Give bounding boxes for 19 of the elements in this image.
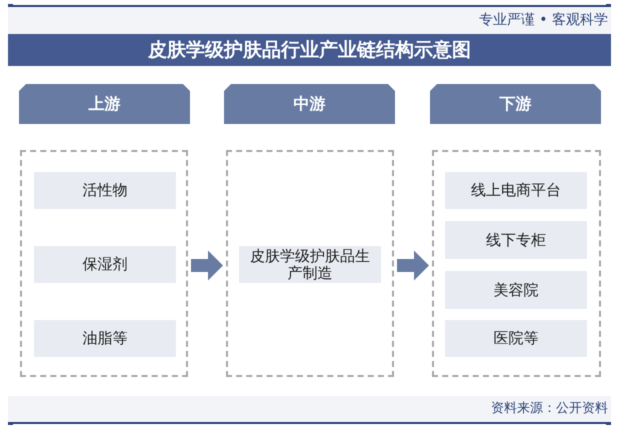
title-banner: 皮肤学级护肤品行业产业链结构示意图 [8, 34, 611, 66]
stage-header-tab: 中游 [224, 84, 395, 124]
source-note: 资料来源：公开资料 [491, 401, 608, 417]
category-box: 医院等 [445, 320, 587, 357]
stage-header-tab: 上游 [19, 84, 190, 124]
dashed-group-frame [226, 150, 394, 377]
tagline-text: 专业严谨 • 客观科学 [478, 12, 608, 29]
block-arrow [394, 250, 432, 280]
category-box: 皮肤学级护肤品生产制造 [239, 246, 381, 283]
dashed-group-frame [20, 150, 188, 377]
category-box: 活性物 [34, 172, 176, 209]
category-box: 油脂等 [34, 320, 176, 357]
category-box: 保湿剂 [34, 246, 176, 283]
category-box: 美容院 [445, 271, 587, 309]
category-box: 线下专柜 [445, 221, 587, 259]
block-arrow [188, 250, 226, 280]
dashed-group-frame [432, 150, 601, 377]
category-box: 线上电商平台 [445, 172, 587, 209]
stage-header-tab: 下游 [430, 84, 601, 124]
